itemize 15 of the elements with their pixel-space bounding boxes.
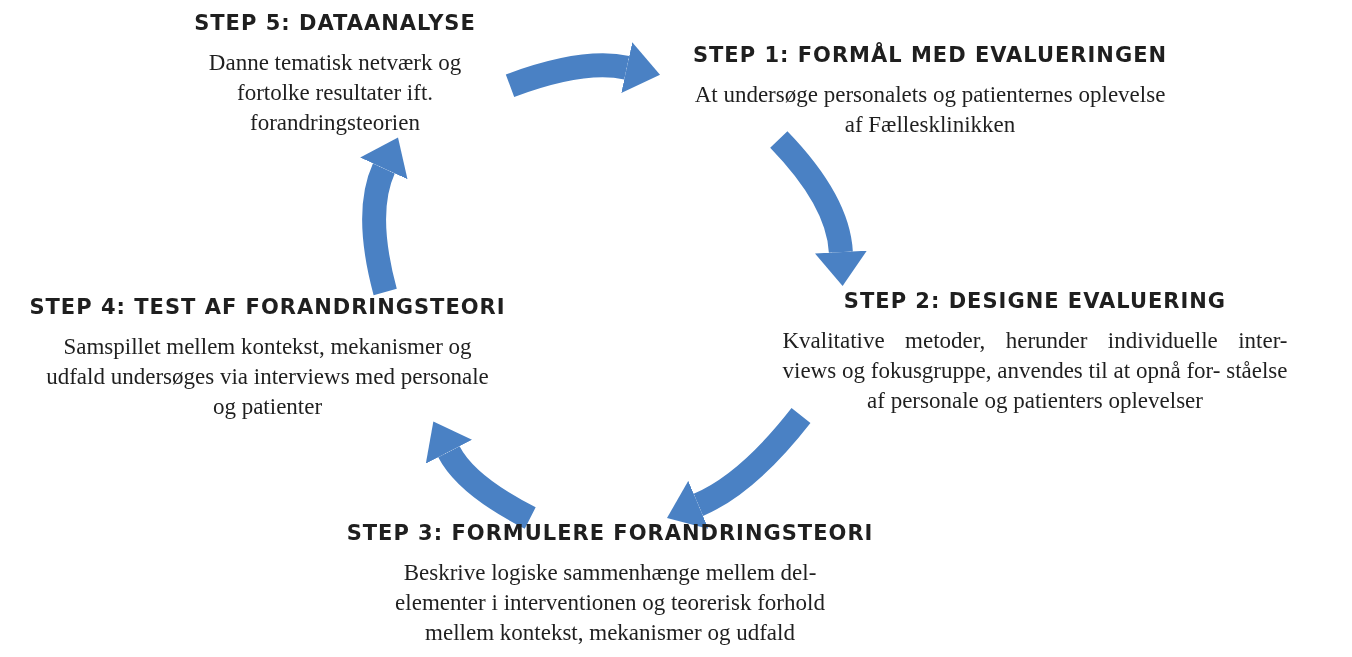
step-heading: STEP 4: TEST AF FORANDRINGSTEORI	[29, 294, 506, 321]
curved-arrow	[426, 422, 536, 529]
step-heading: STEP 2: DESIGNE EVALUERING	[843, 288, 1227, 315]
step-description: Samspillet mellem kontekst, mekanismer og udfald undersøges via interviews med personale og patienter	[45, 332, 490, 421]
step-description: At undersøge personalets og patienternes oplevelse af Fællesklinikken	[693, 80, 1167, 139]
step-heading: STEP 1: FORMÅL MED EVALUERINGEN	[692, 41, 1168, 69]
step-description: Kvalitative metoder, herunder individuelle inter- views og fokusgruppe, anvendes til at opnå for- ståelse af personale og patienters oplevelser	[782, 326, 1288, 415]
curved-arrow	[359, 136, 408, 295]
curved-arrow	[770, 131, 867, 286]
step-description: Danne tematisk netværk og fortolke resultater ift. forandringsteorien	[207, 48, 463, 137]
step-heading: STEP 5: DATAANALYSE	[194, 10, 476, 37]
curved-arrow	[667, 408, 811, 529]
step-heading: STEP 3: FORMULERE FORANDRINGSTEORI	[346, 520, 874, 547]
step-description: Beskrive logiske sammenhænge mellem del- elementer i interventionen og teorerisk forhold mellem kontekst, mekanismer og udfald	[394, 558, 826, 647]
curved-arrow	[505, 42, 661, 97]
